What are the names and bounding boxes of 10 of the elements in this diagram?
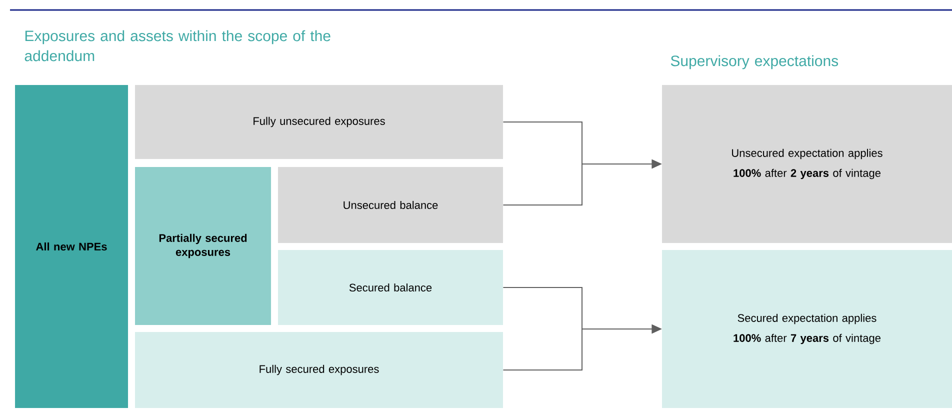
exposure-box: Secured balance [278, 250, 503, 325]
expectation-box: Unsecured expectation applies 100% after 2 years of vintage [662, 84, 952, 243]
heading: Supervisory expectations [670, 55, 838, 70]
category-box: Partially secured exposures [135, 166, 271, 325]
heading: Exposures and assets within the scope of the addendum [24, 30, 330, 62]
exposure-box: Fully unsecured exposures [135, 84, 503, 159]
exposure-box: Fully secured exposures [135, 332, 503, 408]
exposure-box: Unsecured balance [278, 166, 503, 243]
expectation-box: Secured expectation applies 100% after 7 years of vintage [662, 250, 952, 408]
category-bar: All new NPEs [15, 84, 128, 408]
